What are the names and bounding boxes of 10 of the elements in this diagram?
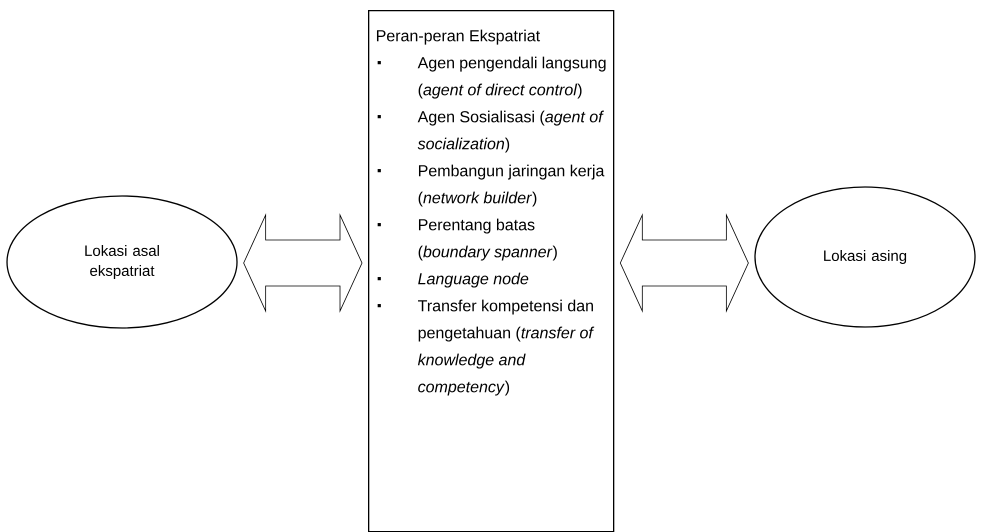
list-item: Perentang batas (boundary spanner) (378, 218, 557, 261)
list-item: Agen pengendali langsung (agent of direct control) (378, 56, 606, 99)
double-arrow (620, 213, 749, 313)
double-arrow (243, 213, 362, 313)
list-item: Language node (378, 272, 528, 288)
list-item: Transfer kompetensi dan pengetahuan (transfer of knowledge and competency) (378, 300, 594, 396)
roles-box (368, 10, 614, 532)
list-item: Pembangun jaringan kerja (network builder) (378, 164, 604, 207)
list-heading: Peran-peran Ekspatriat (376, 30, 540, 45)
list-item: Agen Sosialisasi (agent of socialization) (378, 110, 604, 153)
